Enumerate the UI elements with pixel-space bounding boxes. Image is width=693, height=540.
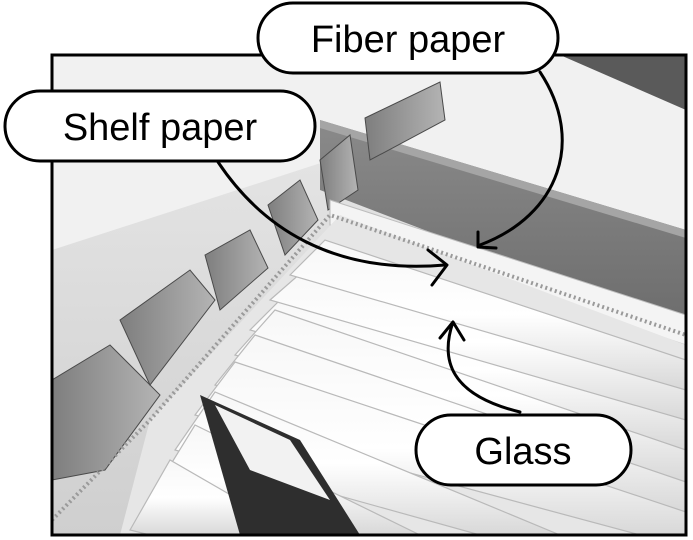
shelf-paper-arrow: [216, 160, 447, 268]
rod-highlight: [215, 405, 330, 500]
label-fiber-paper: Fiber paper: [256, 1, 560, 75]
rail-edge: [320, 120, 686, 238]
label-shelf-paper-text: Shelf paper: [63, 107, 258, 149]
shelf-paper-edge: [52, 212, 686, 522]
label-glass: Glass: [414, 413, 633, 487]
arrows: [216, 70, 564, 414]
metal-rail: [320, 120, 686, 330]
shelf-paper-arrowhead: [426, 248, 449, 287]
glass-arrowhead: [438, 320, 466, 342]
glass-arrow: [446, 320, 522, 414]
fiber-paper-arrowhead: [476, 230, 498, 250]
label-bubble: [256, 1, 560, 75]
dark-corner: [560, 55, 686, 110]
fiber-paper-arrow: [478, 70, 564, 247]
label-bubble: [3, 89, 317, 163]
label-bubble: [414, 413, 633, 487]
label-shelf-paper: Shelf paper: [3, 89, 317, 163]
metal-tabs: [52, 81, 446, 481]
label-glass-text: Glass: [474, 431, 571, 473]
label-fiber-paper-text: Fiber paper: [311, 19, 506, 61]
